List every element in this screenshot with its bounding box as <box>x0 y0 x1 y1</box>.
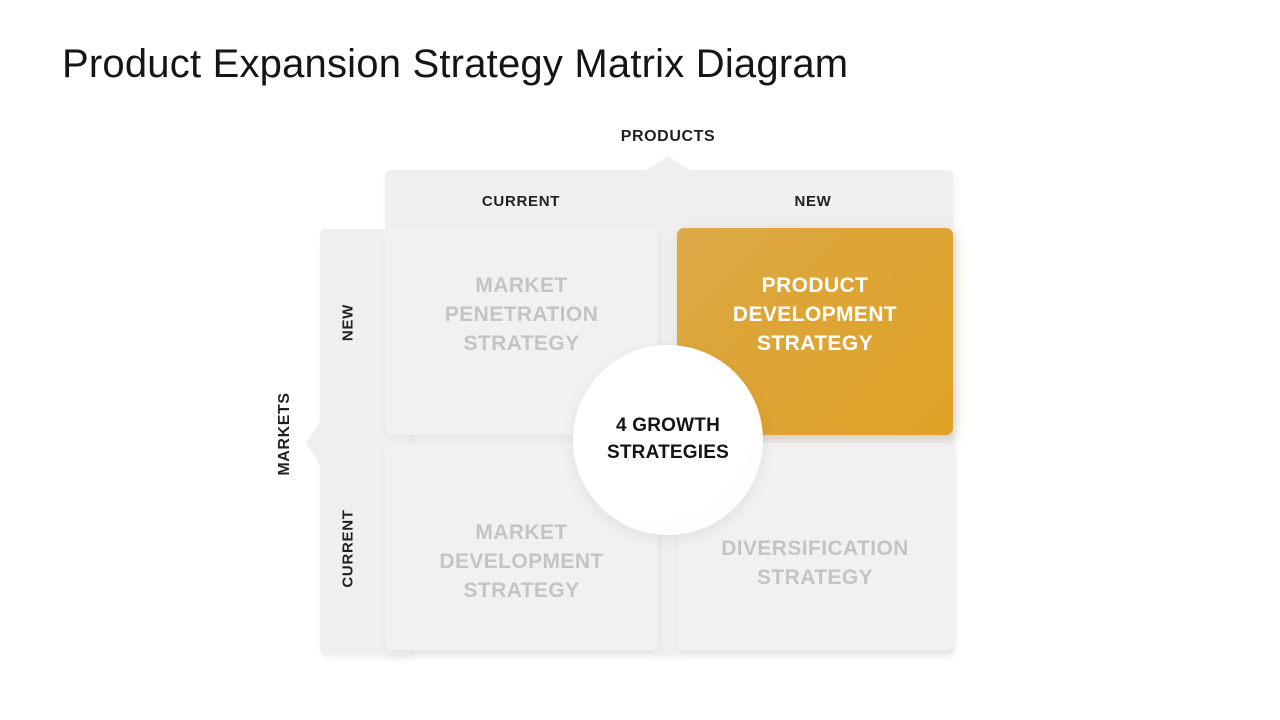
center-circle[interactable]: 4 GROWTH STRATEGIES <box>573 345 763 535</box>
row-header-new: NEW <box>339 303 357 342</box>
left-arrow-notch-icon <box>306 418 322 468</box>
quadrant-product-development-label: PRODUCT DEVELOPMENT STRATEGY <box>732 274 898 355</box>
column-header-new: NEW <box>794 193 832 210</box>
quadrant-market-penetration-label: MARKET PENETRATION STRATEGY <box>444 274 599 355</box>
page-title: Product Expansion Strategy Matrix Diagra… <box>62 42 849 86</box>
quadrant-market-development-label: MARKET DEVELOPMENT STRATEGY <box>439 521 604 602</box>
markets-axis-label: MARKETS <box>276 392 293 476</box>
row-header-current: CURRENT <box>339 509 357 588</box>
center-circle-label: 4 GROWTH STRATEGIES <box>607 415 729 463</box>
products-axis-label: PRODUCTS <box>620 128 716 145</box>
up-arrow-notch-icon <box>643 156 693 172</box>
column-header-current: CURRENT <box>481 193 561 210</box>
quadrant-diversification-label: DIVERSIFICATION STRATEGY <box>721 536 909 589</box>
